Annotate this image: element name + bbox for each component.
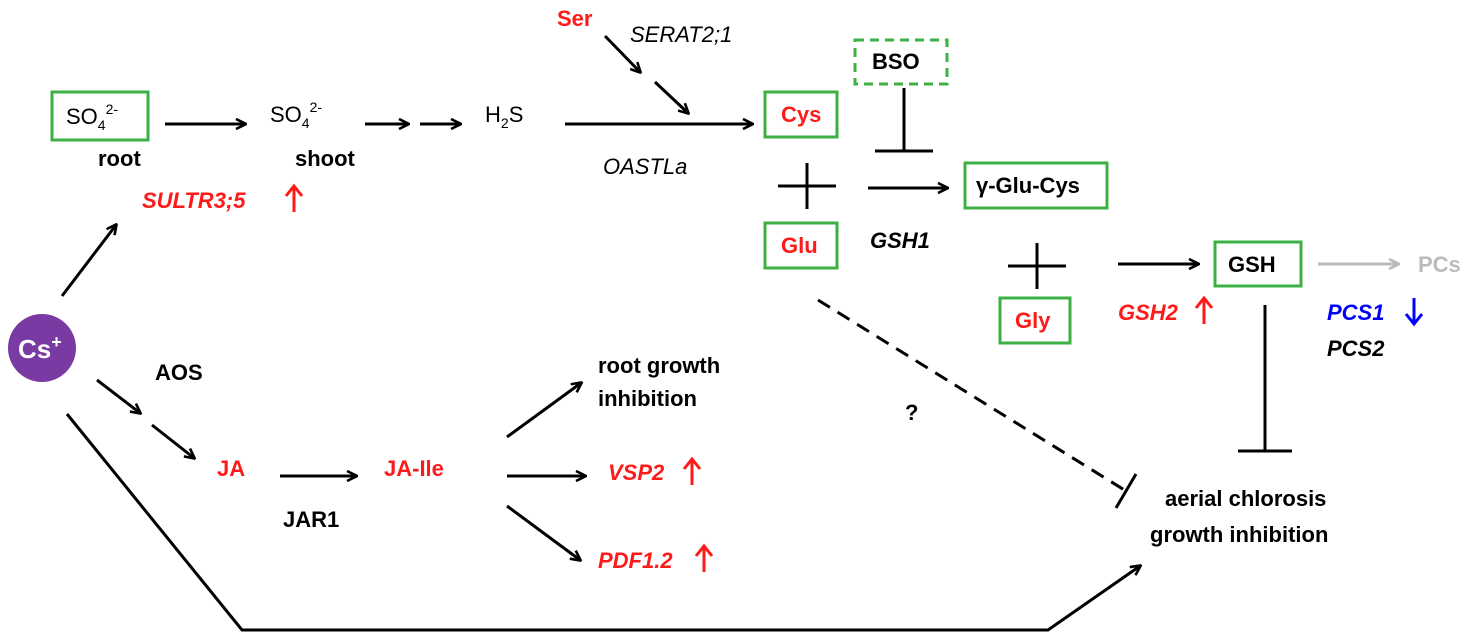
so4-root-box [50,90,150,142]
pdf12-label: PDF1.2 [598,548,673,573]
vsp2-label: VSP2 [608,460,665,485]
gamma-glu-cys-box [963,161,1109,210]
gamma-glu-cys-label: γ-Glu-Cys [976,173,1080,198]
cys-label: Cys [781,102,821,127]
arrow-ser-to-cys-b [653,80,688,113]
ser-label: Ser [557,6,593,31]
cs-ion-label: Cs+ [18,332,62,364]
gsh-box [1213,240,1303,288]
bso-label: BSO [872,49,920,74]
gly-box [998,296,1072,345]
pcs2-label: PCS2 [1327,336,1385,361]
ja-ile-label: JA-Ile [384,456,444,481]
question-mark: ? [905,400,918,425]
serat-label: SERAT2;1 [630,22,732,47]
cs-ion-circle [8,314,76,382]
so4-root-label: SO42- [66,101,118,133]
glu-dashed-inhibit-bar [1114,473,1138,509]
arrow-ser-to-cys-a [603,34,640,72]
arrow-ja-ile-to-pdf12 [506,504,580,560]
root-label: root [98,146,141,171]
bso-box [853,38,949,86]
sultr-label: SULTR3;5 [142,188,246,213]
arrow-cs-to-aos [96,378,140,413]
h2s-label: H2S [485,102,523,131]
aerial-label-line1: aerial chlorosis [1165,486,1326,511]
so4-shoot-label: SO42- [270,99,322,131]
jar1-label: JAR1 [283,507,339,532]
glu-box [763,221,839,270]
oastla-label: OASTLa [603,154,687,179]
ja-label: JA [217,456,245,481]
cys-box [763,90,839,139]
glu-label: Glu [781,233,818,258]
arrow-cs-to-aerial [65,413,1140,632]
pcs1-label: PCS1 [1327,300,1384,325]
gsh-label: GSH [1228,252,1276,277]
aos-label: AOS [155,360,203,385]
root-growth-label-line1: root growth [598,353,720,378]
gsh1-label: GSH1 [870,228,930,253]
root-growth-label-line2: inhibition [598,386,697,411]
arrow-aos-to-ja [151,423,194,458]
aerial-label-line2: growth inhibition [1150,522,1328,547]
gsh2-label: GSH2 [1118,300,1179,325]
glu-dashed-inhibit [817,298,1127,493]
pcs-label: PCs [1418,252,1461,277]
arrow-ja-ile-to-root-growth [506,383,581,439]
arrow-cs-to-sultr [60,225,116,297]
shoot-label: shoot [295,146,356,171]
gly-label: Gly [1015,308,1051,333]
